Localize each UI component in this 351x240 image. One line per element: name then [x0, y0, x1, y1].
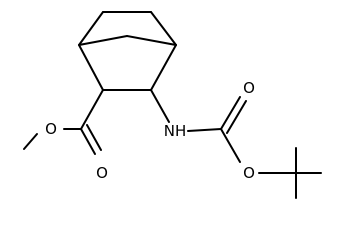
bond-o-methyl	[23, 133, 38, 150]
bond-bridge-c4	[78, 35, 128, 46]
norbornane-core	[78, 11, 177, 91]
bond-bridge-c3	[126, 35, 177, 46]
bond-carbamate-double-b	[226, 100, 247, 134]
bond-carbonyl-double-a	[80, 128, 96, 155]
bond-carbonyl-double-b	[86, 124, 102, 151]
bond-c6-n	[150, 89, 170, 123]
boc-carbamate-group	[150, 89, 322, 199]
bond-carbamate-double-a	[220, 96, 241, 130]
atom-labels: O O NH O O	[45, 79, 255, 182]
atom-label-o-carbamate-carbonyl: O	[243, 79, 255, 97]
bond-c1-c4	[78, 11, 104, 46]
atom-label-nh: NH	[164, 122, 187, 140]
bond-c2-c3	[150, 11, 177, 46]
methyl-ester-group	[23, 89, 104, 155]
molecule-structure: O O NH O O	[23, 11, 322, 199]
bond-c6-c3	[150, 44, 177, 91]
bond-c4-c5	[78, 44, 104, 91]
atom-label-o-carbamate-ether: O	[243, 164, 255, 182]
atom-label-o-ester-carbonyl: O	[96, 164, 108, 182]
bond-c5-carbonyl	[80, 89, 104, 130]
atom-label-o-ester-ether: O	[45, 120, 57, 138]
bond-n-carbonyl	[187, 128, 222, 132]
bond-carbonyl-o-ether-2	[220, 128, 241, 163]
